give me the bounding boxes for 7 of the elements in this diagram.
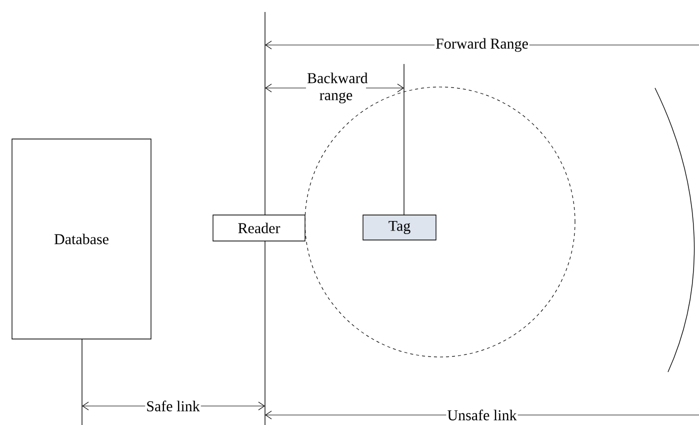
reader-box: Reader xyxy=(212,214,306,242)
dimension-label: Safe link xyxy=(145,400,201,412)
dimension-label: Backward range xyxy=(306,72,368,104)
dimension-label: Unsafe link xyxy=(446,408,518,422)
dimension-label: Forward Range xyxy=(434,37,530,53)
tag-box: Tag xyxy=(362,214,436,240)
database-box: Database xyxy=(12,138,152,340)
